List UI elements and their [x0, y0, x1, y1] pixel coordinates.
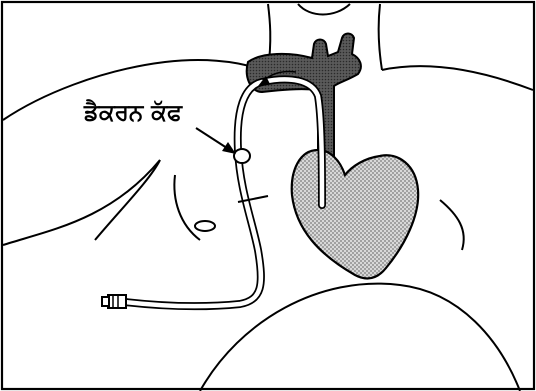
catheter-connector: [102, 295, 126, 308]
dacron-cuff-label: ਡੈਕਰਨ ਕੱਫ: [84, 102, 182, 125]
dacron-cuff-marker: [234, 149, 250, 163]
